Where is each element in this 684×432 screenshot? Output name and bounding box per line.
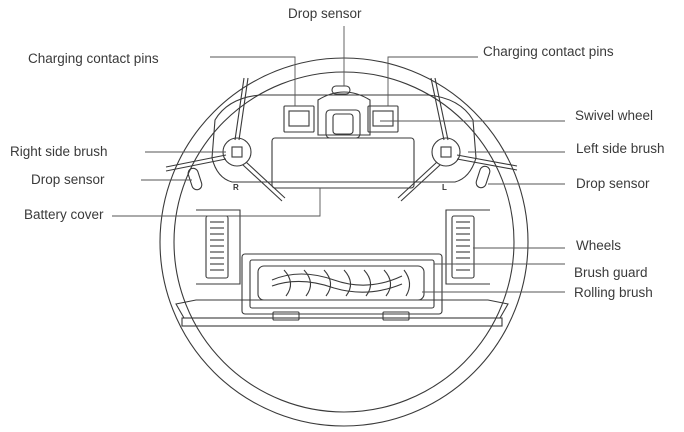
brush-latch-left — [272, 311, 300, 321]
lower-plate-front — [181, 317, 503, 327]
left-side-brush — [397, 77, 518, 202]
label-rolling-brush: Rolling brush — [574, 285, 653, 300]
label-right-side-brush: Right side brush — [10, 144, 108, 159]
label-charging-pins-left: Charging contact pins — [28, 51, 159, 66]
label-charging-pins-right: Charging contact pins — [483, 44, 614, 59]
lower-plate — [175, 299, 509, 319]
left-marker: L — [442, 183, 447, 192]
charging-pin-left — [283, 105, 315, 133]
label-drop-sensor-left: Drop sensor — [31, 172, 105, 187]
label-left-side-brush: Left side brush — [576, 141, 665, 156]
right-side-brush — [165, 77, 286, 202]
rolling-brush — [257, 265, 425, 301]
charging-pin-right — [367, 105, 399, 133]
brush-housing — [249, 259, 435, 309]
drop-sensor-right — [475, 165, 491, 189]
battery-cover — [271, 137, 415, 189]
brush-guard — [241, 253, 443, 315]
label-wheels: Wheels — [576, 238, 622, 253]
body-inner-ring — [173, 71, 515, 413]
leader-lines — [112, 26, 565, 293]
label-drop-sensor-right: Drop sensor — [576, 176, 650, 191]
label-drop-sensor-top: Drop sensor — [288, 6, 362, 21]
label-battery-cover: Battery cover — [24, 207, 104, 222]
right-marker: R — [233, 183, 239, 192]
swivel-wheel — [317, 91, 371, 139]
drop-sensor-left — [187, 167, 203, 191]
body-outer-ring — [159, 57, 529, 427]
brush-latch-right — [382, 311, 410, 321]
drop-sensor-top — [331, 85, 351, 95]
label-swivel-wheel: Swivel wheel — [575, 108, 654, 123]
label-brush-guard: Brush guard — [574, 265, 648, 280]
wheel-right — [445, 209, 490, 285]
wheel-left — [196, 209, 241, 285]
